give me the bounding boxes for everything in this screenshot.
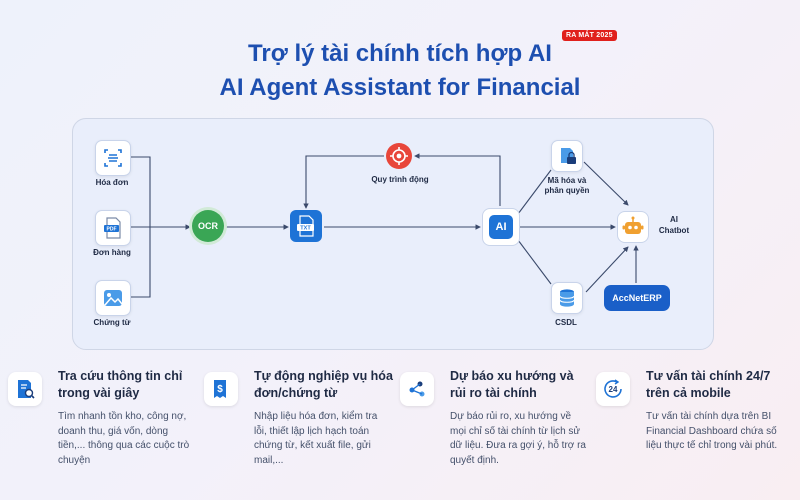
title-vietnamese: Trợ lý tài chính tích hợp AI: [248, 40, 552, 67]
invoice-input-icon: [95, 140, 131, 176]
feature-automation-title: Tự động nghiệp vụ hóa đơn/chứng từ: [254, 369, 393, 400]
robot-icon: [622, 216, 644, 234]
feature-lookup-icon-box: [8, 372, 42, 406]
database-node: [551, 282, 583, 314]
chatbot-label-1: AI: [670, 215, 678, 224]
erp-node: AccNetERP: [604, 285, 670, 311]
database-icon: [559, 289, 575, 307]
feature-forecast-desc: Dự báo rủi ro, xu hướng về mọi chỉ số tà…: [450, 411, 586, 466]
launch-badge: RA MẮT 2025: [562, 30, 617, 41]
process-node: [386, 143, 412, 169]
ocr-node: OCR: [192, 210, 224, 242]
svg-text:PDF: PDF: [107, 227, 117, 233]
svg-text:24: 24: [609, 385, 618, 394]
order-input-icon: PDF: [95, 210, 131, 246]
security-label-2: phân quyền: [544, 186, 590, 195]
ai-node: AI: [482, 208, 520, 246]
txt-file-icon: TXT: [297, 215, 314, 237]
invoice-label: Hóa đơn: [95, 178, 129, 187]
feature-automation-desc: Nhập liệu hóa đơn, kiểm tra lỗi, thiết l…: [254, 411, 378, 466]
feature-advisory-icon-box: 24: [596, 372, 630, 406]
security-node: [551, 140, 583, 172]
feature-forecast-icon-box: [400, 372, 434, 406]
txt-node: TXT: [290, 210, 322, 242]
voucher-input-icon: [95, 280, 131, 316]
ai-label: AI: [489, 215, 513, 239]
feature-lookup-title: Tra cứu thông tin chỉ trong vài giây: [58, 369, 183, 400]
invoice-dollar-icon: $: [214, 380, 226, 398]
search-document-icon: [18, 380, 35, 399]
chatbot-node: [617, 211, 649, 243]
chatbot-label-2: Chatbot: [658, 226, 690, 235]
feature-advisory-title: Tư vấn tài chính 24/7 trên cả mobile: [646, 369, 771, 400]
feature-automation-icon-box: $: [204, 372, 238, 406]
image-file-icon: [104, 290, 123, 306]
feature-forecast-title: Dự báo xu hướng và rủi ro tài chính: [450, 369, 574, 400]
order-label: Đơn hàng: [93, 248, 131, 257]
process-label: Quy trình động: [371, 175, 429, 184]
voucher-label: Chứng từ: [93, 318, 131, 327]
svg-text:$: $: [217, 384, 223, 395]
security-label-1: Mã hóa và: [547, 176, 587, 185]
scan-document-icon: [104, 149, 122, 167]
workflow-icon: [390, 147, 408, 165]
lock-document-icon: [561, 148, 576, 164]
pdf-file-icon: PDF: [104, 217, 121, 239]
txt-text: TXT: [300, 226, 311, 232]
feature-advisory-desc: Tư vấn tài chính dựa trên BI Financial D…: [646, 411, 778, 451]
title-english: AI Agent Assistant for Financial: [219, 74, 581, 101]
feature-lookup-desc: Tìm nhanh tồn kho, công nợ, doanh thu, g…: [58, 411, 190, 466]
trend-forecast-icon: [409, 381, 425, 397]
clock-24-icon: 24: [604, 379, 622, 398]
database-label: CSDL: [555, 318, 577, 327]
